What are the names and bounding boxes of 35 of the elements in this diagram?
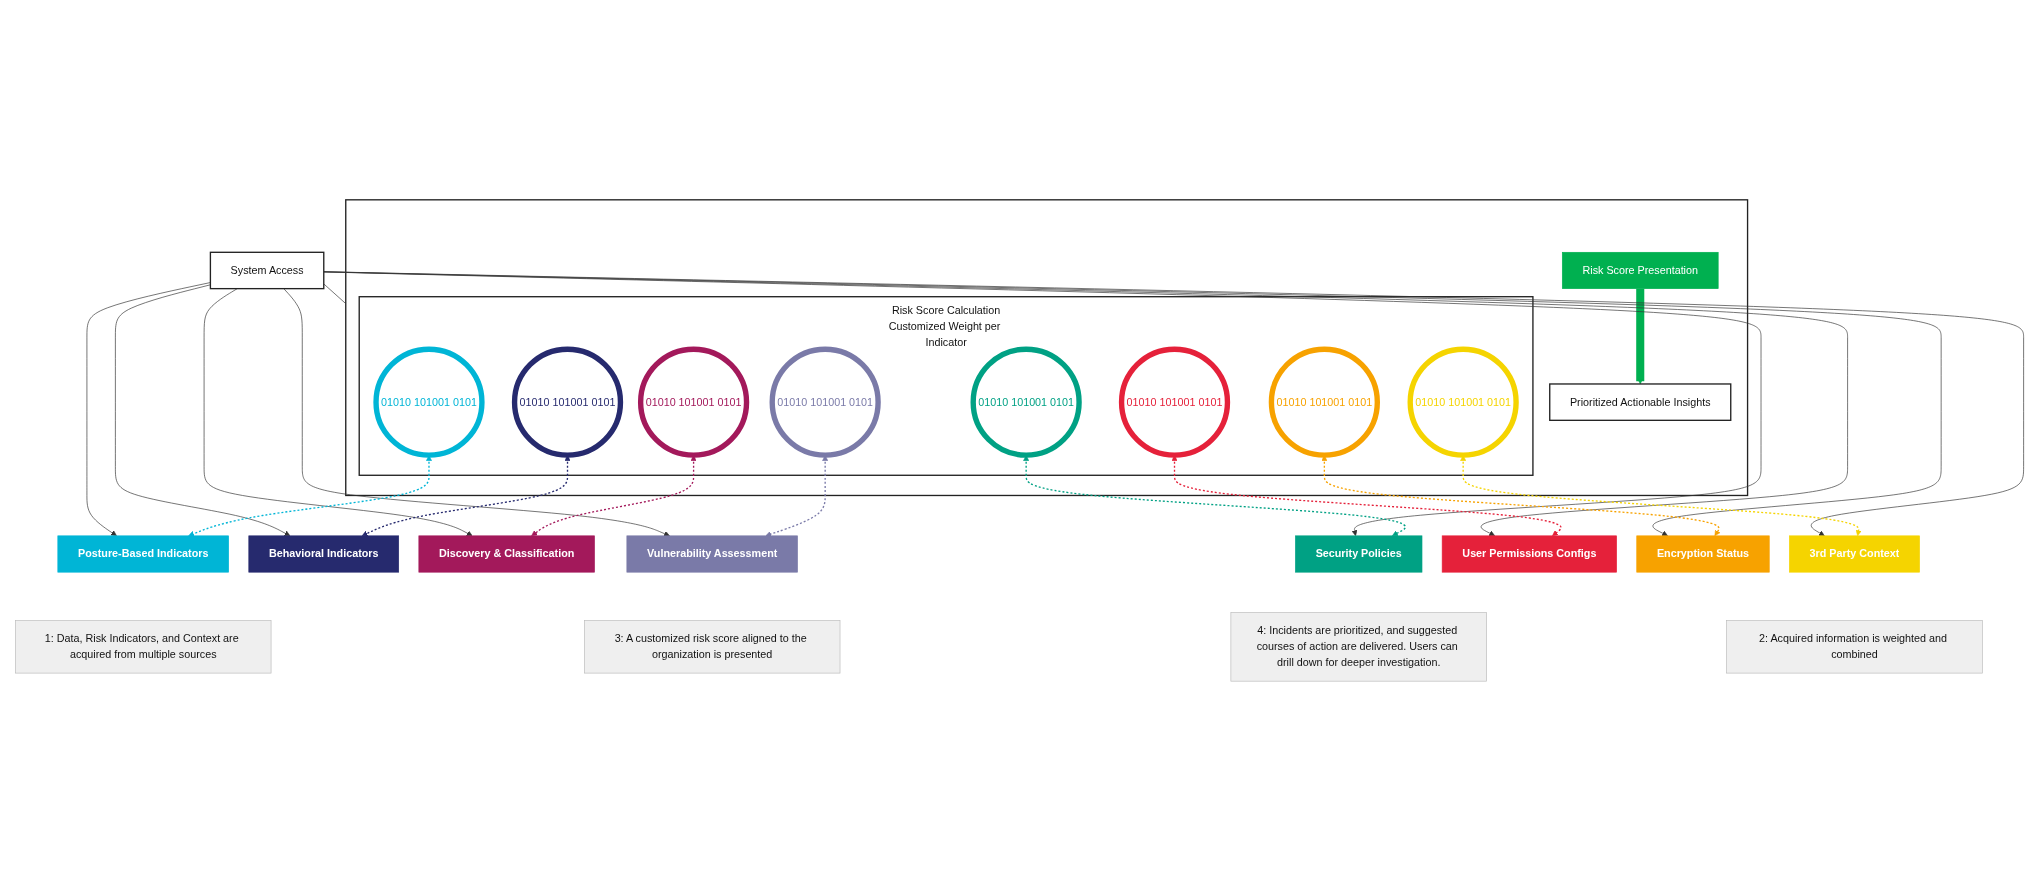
node-box	[1295, 535, 1423, 573]
arrow	[531, 455, 697, 537]
node-box	[1561, 251, 1719, 289]
arrow	[1171, 455, 1562, 537]
node-circle	[1407, 346, 1519, 458]
node-box	[418, 535, 595, 573]
arrow	[1636, 287, 1645, 385]
arrow	[1321, 455, 1721, 537]
node-box	[1789, 535, 1920, 573]
node-circle	[637, 346, 750, 458]
cluster	[345, 199, 1749, 497]
node-circle	[1118, 346, 1231, 458]
node-circle	[373, 346, 485, 458]
node-box	[57, 535, 229, 573]
node-circle	[511, 346, 624, 458]
node-box	[1230, 612, 1487, 682]
node-box	[248, 535, 399, 573]
node-box	[1549, 383, 1732, 421]
node-circle	[970, 346, 1082, 458]
arrow	[1460, 455, 1862, 537]
node-box	[626, 535, 798, 573]
connector	[323, 283, 347, 304]
node-box	[1726, 620, 1983, 674]
cluster	[358, 296, 1534, 476]
node-box	[15, 620, 272, 674]
node-box	[1636, 535, 1770, 573]
node-circle	[1268, 346, 1380, 458]
node-box	[209, 251, 325, 290]
arrow	[188, 455, 432, 537]
node-box	[1441, 535, 1617, 573]
node-circle	[769, 346, 881, 458]
arrow	[361, 455, 571, 537]
node-box	[584, 620, 841, 674]
arrow	[765, 455, 829, 537]
arrow	[1023, 455, 1407, 537]
